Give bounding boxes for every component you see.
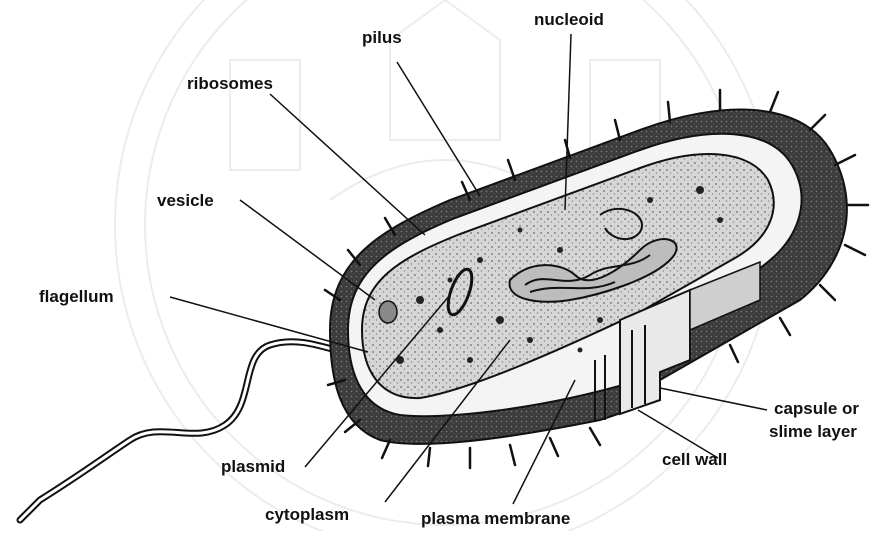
label-cytoplasm: cytoplasm <box>265 505 349 524</box>
label-capsule-line2: slime layer <box>769 422 857 441</box>
label-ribosomes: ribosomes <box>187 74 273 93</box>
label-capsule-line1: capsule or <box>774 399 859 418</box>
flagellum <box>20 342 365 520</box>
label-cell-wall: cell wall <box>662 450 727 469</box>
label-vesicle: vesicle <box>157 191 214 210</box>
label-plasma-membrane: plasma membrane <box>421 509 570 528</box>
label-plasmid: plasmid <box>221 457 285 476</box>
label-flagellum: flagellum <box>39 287 114 306</box>
vesicle <box>379 301 397 323</box>
label-pilus: pilus <box>362 28 402 47</box>
label-nucleoid: nucleoid <box>534 10 604 29</box>
